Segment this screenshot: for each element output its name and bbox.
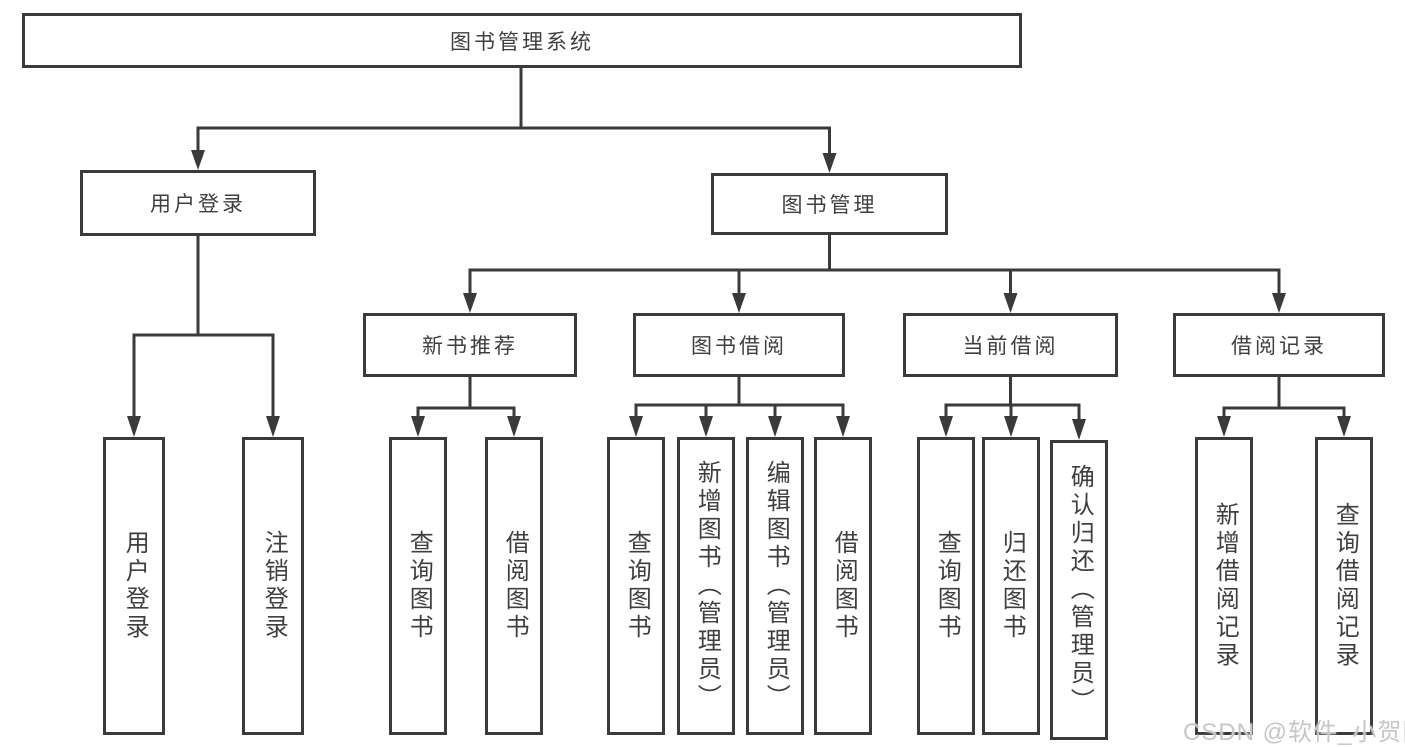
- node-label: 图书管理系统: [450, 30, 594, 54]
- node-label: 查询图书: [405, 530, 433, 642]
- node-label: 查询图书: [933, 530, 961, 642]
- node-add-books-admin: 新增图书（管理员）: [677, 437, 735, 735]
- node-label: 借阅图书: [830, 530, 858, 642]
- node-confirm-return-admin: 确认归还（管理员）: [1050, 440, 1108, 740]
- node-label: 用户登录: [121, 530, 149, 642]
- node-label: 确认归还（管理员）: [1066, 464, 1094, 716]
- node-library-management-system: 图书管理系统: [22, 13, 1022, 68]
- node-label: 查询图书: [623, 530, 651, 642]
- node-label: 编辑图书（管理员）: [762, 460, 790, 712]
- node-label: 新增图书（管理员）: [693, 460, 721, 712]
- node-current-borrowing: 当前借阅: [903, 313, 1118, 377]
- node-label: 图书借阅: [691, 335, 787, 358]
- node-borrow-books-recommend: 借阅图书: [485, 437, 543, 735]
- connector-bookmgmt-to-level3: [463, 235, 1286, 313]
- node-query-books-current: 查询图书: [917, 437, 975, 735]
- connector-bookborrow-to-leaves: [629, 377, 850, 437]
- node-borrowing-records: 借阅记录: [1173, 313, 1385, 377]
- node-leaf-user-login: 用户登录: [103, 437, 165, 735]
- node-label: 借阅图书: [501, 530, 529, 642]
- node-label: 借阅记录: [1231, 335, 1327, 358]
- node-edit-books-admin: 编辑图书（管理员）: [746, 437, 804, 735]
- connector-root-to-level2: [191, 68, 837, 173]
- connector-currentborrow-to-leaves: [939, 377, 1086, 440]
- node-label: 归还图书: [998, 530, 1026, 642]
- connector-newbook-to-leaves: [411, 377, 521, 437]
- node-label: 图书管理: [781, 194, 878, 217]
- connector-userlogin-to-leaves: [127, 236, 280, 437]
- node-label: 用户登录: [150, 193, 246, 216]
- node-query-books-recommend: 查询图书: [389, 437, 447, 735]
- node-add-borrow-record: 新增借阅记录: [1195, 437, 1253, 735]
- node-return-books: 归还图书: [982, 437, 1040, 735]
- node-user-login: 用户登录: [80, 170, 316, 236]
- node-new-book-recommend: 新书推荐: [363, 313, 577, 377]
- node-label: 注销登录: [260, 530, 288, 642]
- node-label: 查询借阅记录: [1331, 502, 1359, 670]
- node-label: 新书推荐: [422, 335, 518, 358]
- connector-borrowrecord-to-leaves: [1217, 377, 1351, 437]
- node-leaf-logout: 注销登录: [242, 437, 304, 735]
- csdn-watermark: CSDN @软件_小贺同学: [1183, 719, 1405, 746]
- node-book-management: 图书管理: [711, 173, 948, 235]
- node-label: 新增借阅记录: [1211, 502, 1239, 670]
- node-label: 当前借阅: [962, 335, 1059, 358]
- node-borrow-books: 借阅图书: [814, 437, 872, 735]
- node-query-borrow-record: 查询借阅记录: [1315, 437, 1373, 735]
- node-query-books-borrowing: 查询图书: [607, 437, 665, 735]
- node-book-borrowing: 图书借阅: [633, 313, 845, 377]
